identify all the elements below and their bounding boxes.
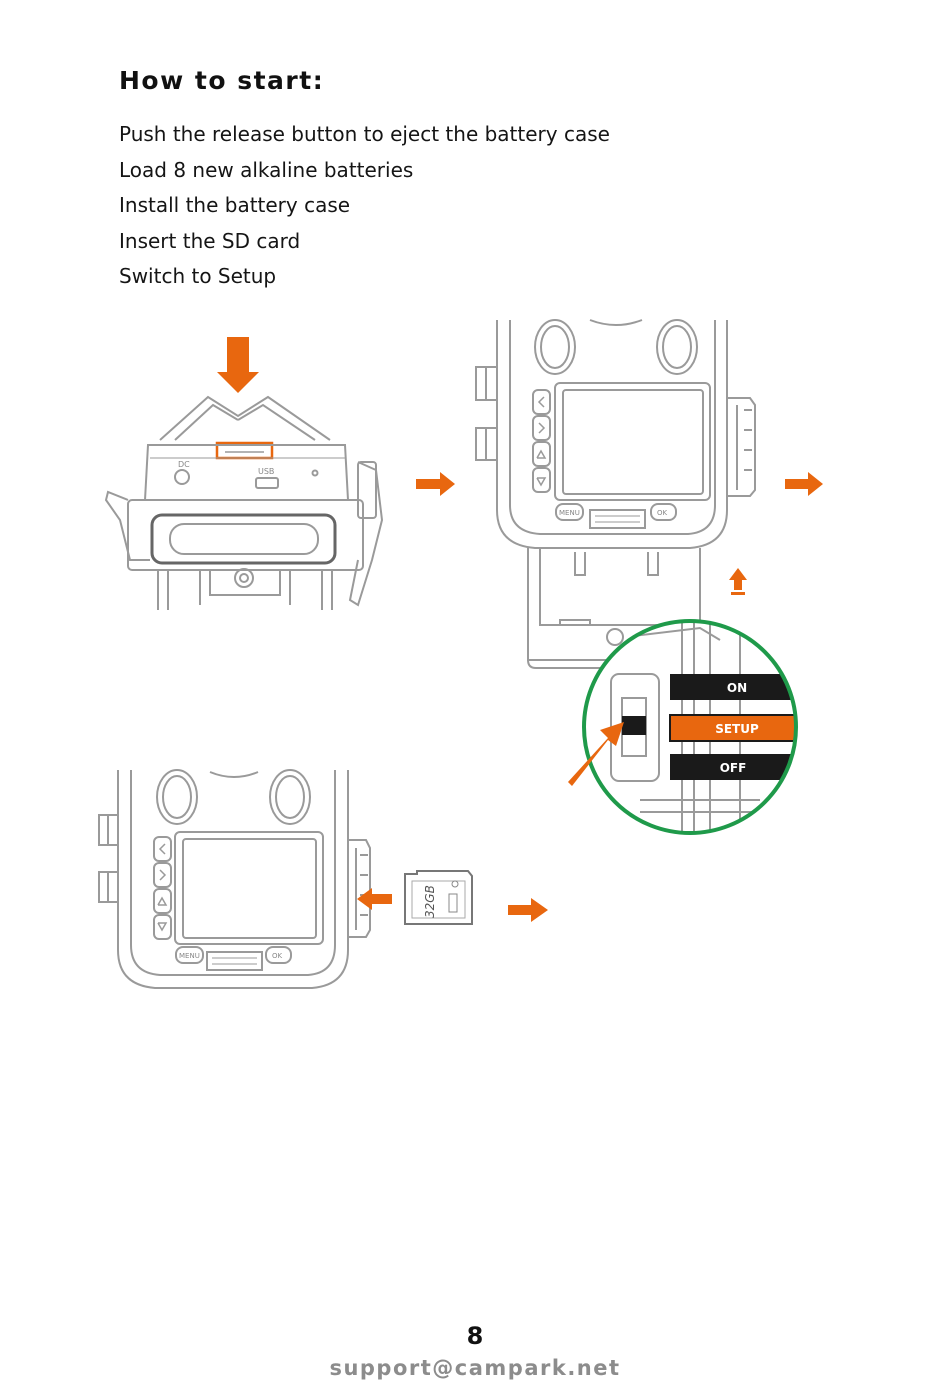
slide-up-arrow-icon	[729, 568, 747, 595]
menu-button-label: MENU	[559, 509, 580, 517]
ok-button-label: OK	[272, 952, 283, 960]
battery-case-figure: DC USB	[106, 337, 382, 610]
sd-card-capacity: 32GB	[423, 885, 437, 918]
insert-sd-arrow-icon	[357, 888, 392, 910]
sd-card-figure: MENU OK	[99, 770, 370, 988]
next-step-arrow-icon	[785, 472, 823, 496]
support-email[interactable]: support@campark.net	[0, 1356, 950, 1380]
dc-port-label: DC	[178, 460, 190, 469]
instruction-illustration: DC USB	[0, 0, 950, 1100]
switch-off-label: OFF	[720, 761, 747, 775]
switch-setup-label: SETUP	[715, 722, 759, 736]
usb-port-label: USB	[258, 467, 274, 476]
menu-button-label: MENU	[179, 952, 200, 960]
camera-front-figure: MENU OK	[476, 320, 755, 668]
next-step-arrow-icon	[508, 898, 548, 922]
sd-card-icon: 32GB	[405, 871, 472, 924]
switch-on-label: ON	[727, 681, 747, 695]
next-step-arrow-icon	[416, 472, 455, 496]
ok-button-label: OK	[657, 509, 668, 517]
page-number: 8	[0, 1322, 950, 1350]
push-down-arrow-icon	[217, 337, 259, 393]
